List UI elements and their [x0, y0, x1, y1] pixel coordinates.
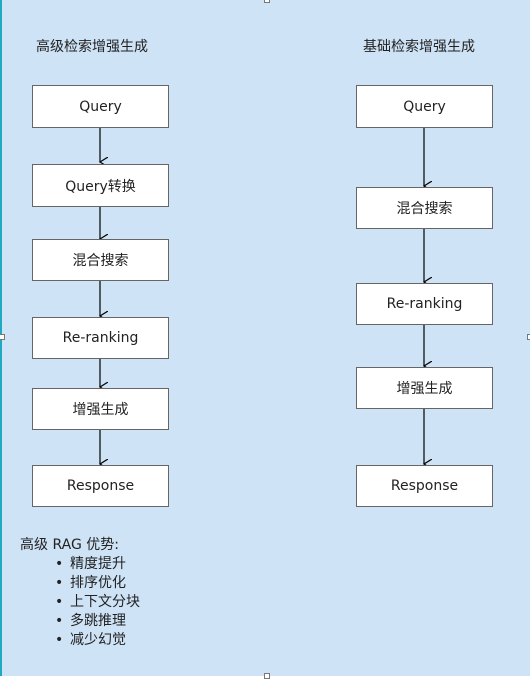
- advantages-heading: 高级 RAG 优势:: [20, 537, 119, 553]
- advantage-label: 减少幻觉: [70, 632, 126, 648]
- left-step-reranking[interactable]: Re-ranking: [32, 317, 169, 359]
- advantage-item: • 多跳推理: [20, 612, 140, 631]
- bullet-icon: •: [55, 594, 64, 610]
- advantage-item: • 上下文分块: [20, 593, 140, 612]
- bullet-icon: •: [55, 613, 64, 629]
- resize-handle-top[interactable]: [264, 0, 270, 3]
- left-step-query-transform[interactable]: Query转换: [32, 164, 169, 207]
- right-step-hybrid-search[interactable]: 混合搜索: [356, 187, 493, 229]
- right-step-reranking[interactable]: Re-ranking: [356, 283, 493, 325]
- basic-rag-title: 基础检索增强生成: [363, 39, 475, 55]
- right-step-query[interactable]: Query: [356, 85, 493, 128]
- advantage-label: 排序优化: [70, 575, 126, 591]
- advantage-label: 上下文分块: [70, 594, 140, 610]
- left-step-augmented-generation[interactable]: 增强生成: [32, 388, 169, 430]
- advantages-list: • 精度提升 • 排序优化 • 上下文分块 • 多跳推理 • 减少幻觉: [20, 555, 140, 650]
- advantage-label: 多跳推理: [70, 613, 126, 629]
- left-step-query[interactable]: Query: [32, 85, 169, 128]
- right-step-augmented-generation[interactable]: 增强生成: [356, 367, 493, 409]
- advantage-label: 精度提升: [70, 556, 126, 572]
- advantage-item: • 排序优化: [20, 574, 140, 593]
- resize-handle-right[interactable]: [527, 334, 530, 340]
- advantage-item: • 精度提升: [20, 555, 140, 574]
- advanced-rag-title: 高级检索增强生成: [36, 39, 148, 55]
- advantages-note: 高级 RAG 优势: • 精度提升 • 排序优化 • 上下文分块 • 多跳推理 • 减少幻…: [20, 536, 140, 650]
- advantage-item: • 减少幻觉: [20, 631, 140, 650]
- resize-handle-bottom[interactable]: [264, 673, 270, 679]
- resize-handle-left[interactable]: [0, 334, 5, 340]
- left-step-response[interactable]: Response: [32, 465, 169, 507]
- bullet-icon: •: [55, 556, 64, 572]
- left-step-hybrid-search[interactable]: 混合搜索: [32, 239, 169, 281]
- bullet-icon: •: [55, 632, 64, 648]
- right-step-response[interactable]: Response: [356, 465, 493, 507]
- bullet-icon: •: [55, 575, 64, 591]
